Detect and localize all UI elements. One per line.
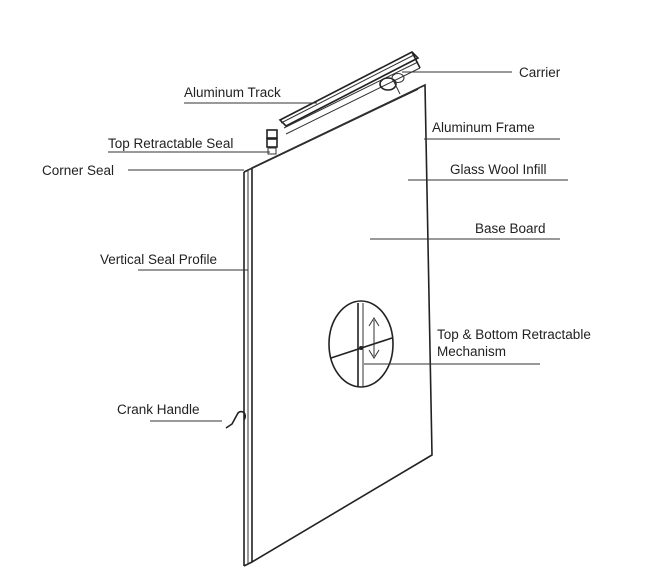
label-aluminum-track: Aluminum Track (184, 85, 281, 100)
label-base-board: Base Board (475, 221, 546, 236)
seal-block-3 (267, 147, 277, 155)
label-glass-wool-infill: Glass Wool Infill (450, 162, 547, 177)
label-crank-handle: Crank Handle (117, 402, 200, 417)
leader-lines (108, 71, 568, 422)
mechanism-pivot (359, 346, 363, 350)
mechanism-arrow-up-icon (368, 317, 380, 327)
label-aluminum-frame: Aluminum Frame (432, 120, 535, 135)
labels: Aluminum Track Carrier Top Retractable S… (42, 65, 591, 417)
crank-handle (225, 410, 247, 429)
panel-body (243, 83, 433, 567)
track-end-cap (411, 51, 421, 69)
label-mechanism-line2: Mechanism (437, 344, 506, 359)
panel-front-face (251, 83, 433, 564)
seal-block-1 (266, 129, 278, 139)
aluminum-track (278, 51, 421, 135)
label-corner-seal: Corner Seal (42, 163, 114, 178)
carrier-roller (379, 77, 397, 91)
crank-handle-icon (225, 410, 247, 429)
mechanism-detail (328, 300, 394, 388)
label-carrier: Carrier (519, 65, 561, 80)
track-body (278, 51, 420, 127)
label-vertical-seal-profile: Vertical Seal Profile (100, 252, 217, 267)
top-seal-block (266, 129, 278, 155)
mechanism-magnifier-circle (328, 300, 394, 388)
label-top-retractable-seal: Top Retractable Seal (108, 136, 233, 151)
carrier-stem (391, 77, 401, 95)
seal-block-2 (266, 138, 278, 148)
track-line-2 (283, 61, 419, 129)
carrier (379, 73, 405, 95)
panel-top-edge-inner (247, 86, 422, 171)
panel-edge-bottom (243, 561, 253, 567)
track-line-1 (280, 54, 415, 124)
track-line-3 (285, 67, 421, 135)
mechanism-arrow-down-icon (368, 349, 380, 359)
label-mechanism-line1: Top & Bottom Retractable (437, 327, 591, 342)
